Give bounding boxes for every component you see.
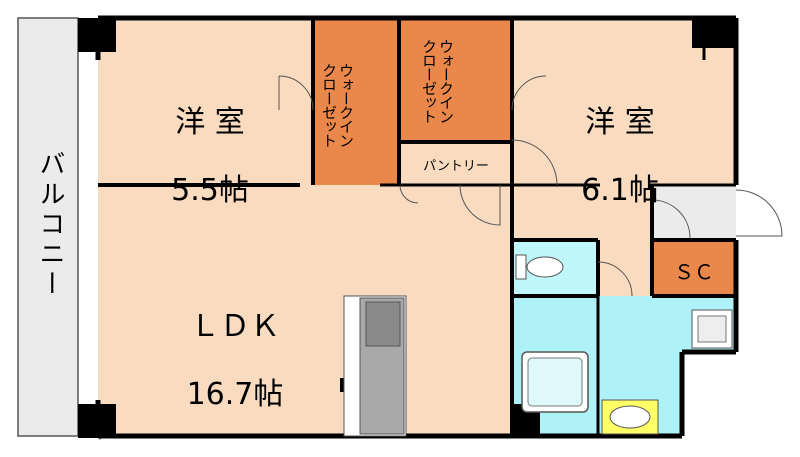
room-size: 5.5帖 [171, 173, 249, 208]
room-name: ＬＤＫ [190, 309, 280, 344]
entrance [652, 185, 736, 240]
room-size: 16.7帖 [186, 377, 284, 412]
room-size: 6.1帖 [581, 173, 659, 208]
pantry-label: パントリー [423, 159, 489, 174]
kitchen-sink [365, 301, 401, 347]
balcony-label: バルコニー [35, 150, 65, 300]
balcony-area [17, 17, 79, 437]
hall-corridor-lower [598, 240, 652, 296]
closet-left-label: ウォークイン クローゼット [320, 63, 355, 147]
toilet-tank [515, 254, 527, 280]
ldk-room [98, 185, 512, 436]
room-label-western-right: 洋 室 6.1帖 [560, 72, 680, 242]
western-room-left [98, 18, 313, 185]
room-label-western-left: 洋 室 5.5帖 [150, 72, 270, 242]
shoe-closet [652, 240, 736, 296]
room-label-ldk: ＬＤＫ 16.7帖 [160, 276, 310, 446]
pillars [78, 18, 736, 438]
room-name: 洋 室 [175, 105, 245, 140]
hall-corridor [512, 185, 652, 240]
closet-right [399, 18, 512, 142]
pantry-area [399, 142, 512, 185]
door-swings [278, 75, 783, 297]
storage-label: ＳＣ [674, 260, 714, 284]
closet-right-label: ウォークイン クローゼット [420, 39, 455, 123]
room-name: 洋 室 [585, 105, 655, 140]
closet-left [313, 18, 399, 185]
toilet-bowl [526, 256, 564, 278]
